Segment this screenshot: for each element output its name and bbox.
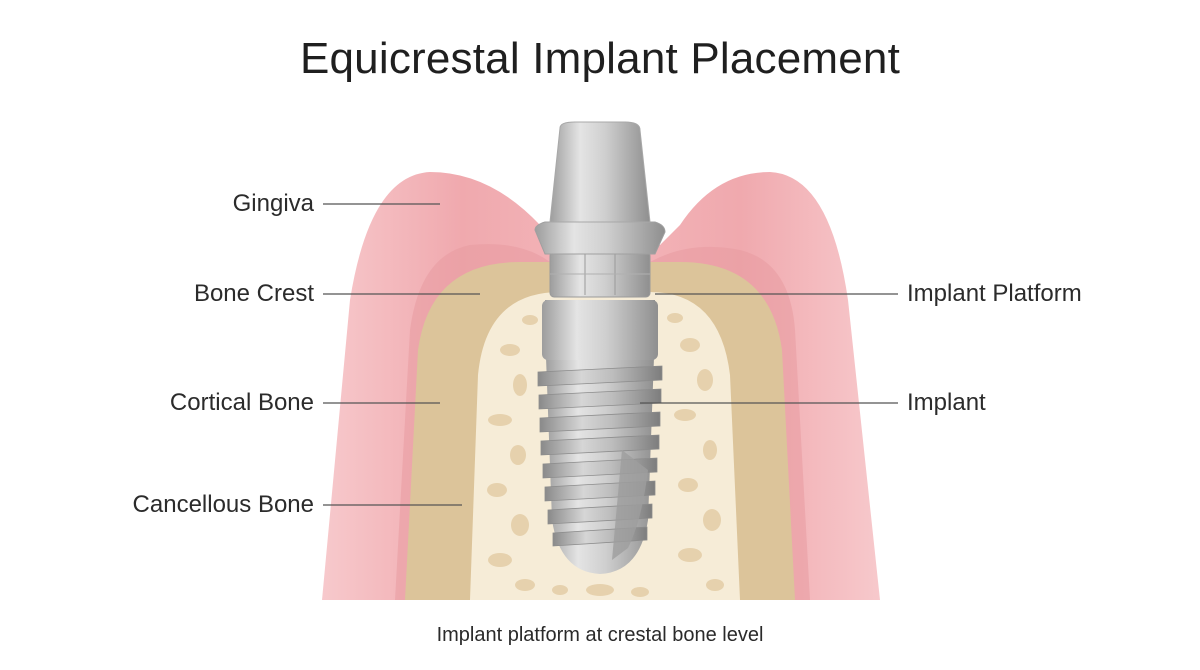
implant-platform: [549, 251, 651, 298]
leader-lines: [323, 203, 898, 506]
abutment: [534, 121, 666, 255]
label-gingiva: Gingiva: [232, 190, 314, 217]
label-bone-crest: Bone Crest: [193, 280, 314, 307]
label-cancellous-bone: Cancellous Bone: [132, 491, 314, 518]
label-cortical-bone: Cortical Bone: [169, 389, 314, 416]
label-implant: Implant: [907, 389, 986, 416]
trabecular-pattern: [487, 313, 724, 597]
label-implant-platform: Implant Platform: [907, 280, 1082, 307]
diagram-title: Equicrestal Implant Placement: [299, 34, 901, 83]
diagram-caption: Implant platform at crestal bone level: [436, 624, 764, 646]
implant-body: [537, 300, 663, 574]
